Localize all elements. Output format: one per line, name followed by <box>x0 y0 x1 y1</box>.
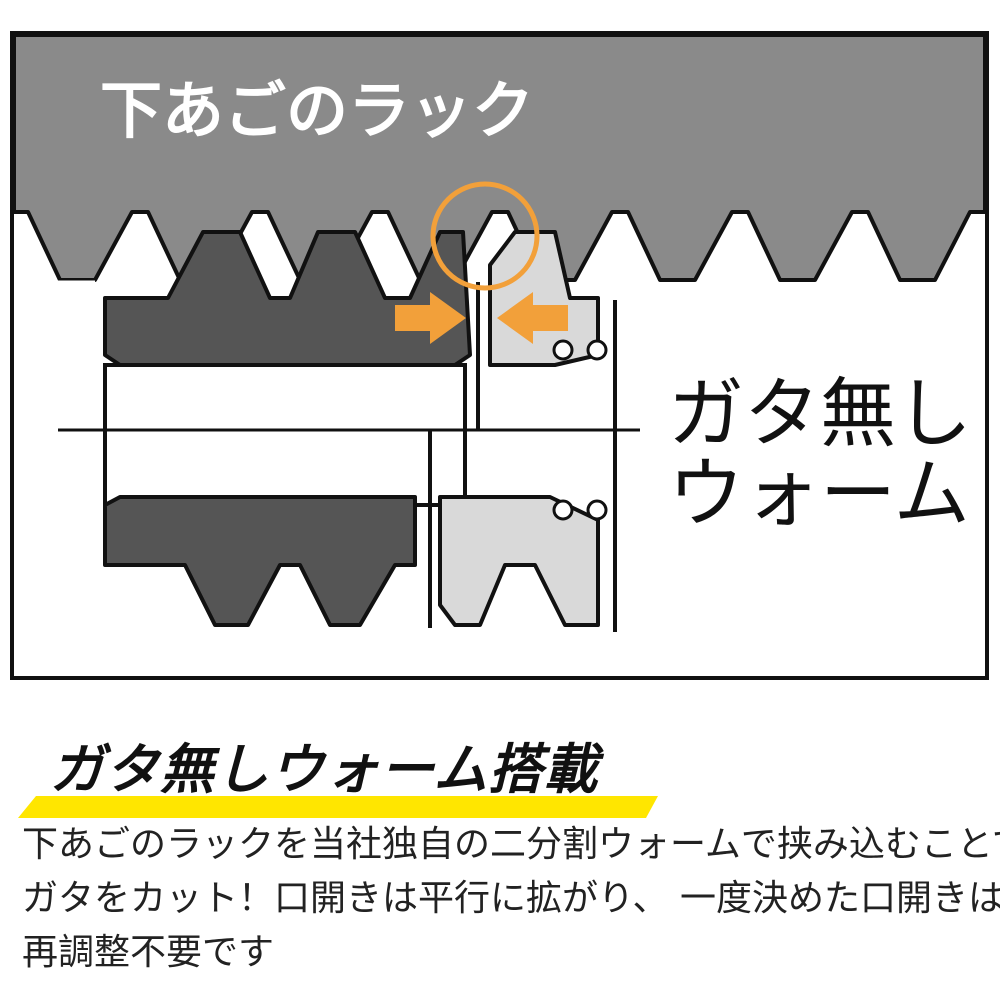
clamp-arrow-right <box>395 292 466 344</box>
spring-ball <box>552 499 574 521</box>
highlight-circle <box>430 181 540 291</box>
description-line: ガタをカット！口開きは平行に拡がり、 一度決めた口開きは <box>22 878 1000 919</box>
lower-jaw-rack <box>12 33 987 282</box>
clamp-arrow-left <box>497 292 568 344</box>
description-line: 再調整不要です <box>22 932 275 973</box>
worm-rack-diagram: 下あごのラック ガタ無し ウォーム <box>10 31 989 680</box>
headline-block: ガタ無しウォーム搭載 <box>18 728 658 818</box>
worm-label-line1: ガタ無し <box>668 369 972 458</box>
spring-ball <box>552 339 574 361</box>
worm-half-light-lower <box>438 495 600 627</box>
description-line: 下あごのラックを当社独自の二分割ウォームで挟み込むことで <box>22 824 1000 865</box>
spring-ball <box>586 499 608 521</box>
worm-shaft-dark <box>103 363 467 507</box>
worm-label-line2: ウォーム <box>668 449 970 538</box>
headline: ガタ無しウォーム搭載 <box>50 738 599 801</box>
description: 下あごのラックを当社独自の二分割ウォームで挟み込むことで ガタをカット！口開きは… <box>22 818 1000 980</box>
worm-half-dark-lower <box>103 495 417 627</box>
spring-ball <box>586 339 608 361</box>
headline-highlight <box>18 796 658 818</box>
rack-label: 下あごのラック <box>100 74 534 147</box>
